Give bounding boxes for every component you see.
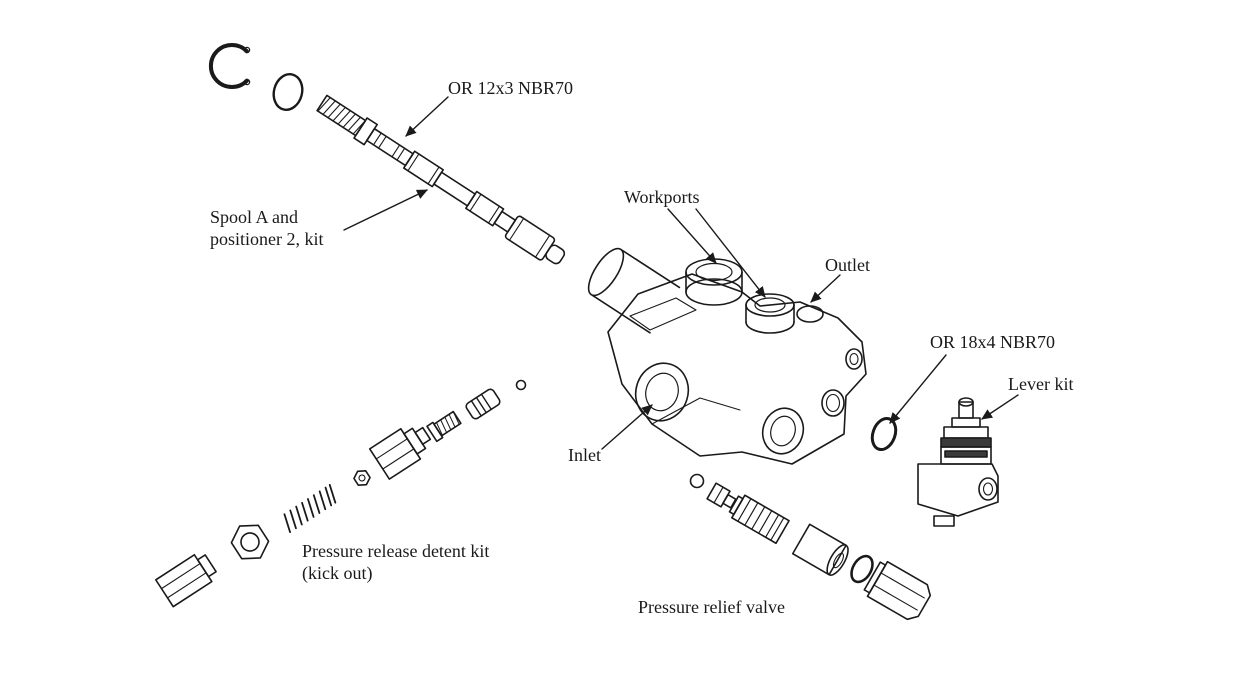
relief-o-ring <box>850 554 874 584</box>
inlet-boss <box>634 362 690 422</box>
retaining-ring <box>208 43 251 89</box>
label-or-12x3: OR 12x3 NBR70 <box>448 78 574 98</box>
relief-seat <box>706 482 737 509</box>
label-spool-kit: Spool A and positioner 2, kit <box>210 206 324 250</box>
hex-plug <box>155 553 217 608</box>
leader-workport-2 <box>695 208 766 298</box>
label-inlet: Inlet <box>568 445 601 465</box>
label-spool-kit-line2: positioner 2, kit <box>210 229 324 249</box>
hex-nut <box>230 524 270 560</box>
leader-or18 <box>889 354 947 424</box>
relief-spring-poppet <box>728 494 790 545</box>
small-washer <box>353 470 371 486</box>
leader-lines <box>343 96 1019 450</box>
valve-body <box>587 247 867 465</box>
label-relief-valve: Pressure relief valve <box>638 597 785 617</box>
threaded-stud <box>426 410 462 443</box>
outlet-boss <box>796 305 824 323</box>
label-detent-kit: Pressure release detent kit (kick out) <box>302 540 489 584</box>
label-detent-kit-line1: Pressure release detent kit <box>302 541 490 561</box>
front-bore <box>761 407 805 455</box>
leader-or12 <box>405 96 449 137</box>
leader-inlet <box>601 404 653 450</box>
lug-hole <box>845 348 863 370</box>
backup-ring <box>272 73 304 111</box>
label-detent-kit-line2: (kick out) <box>302 563 373 583</box>
label-or-18x4: OR 18x4 NBR70 <box>930 332 1056 352</box>
label-workports: Workports <box>624 187 700 207</box>
relief-valve-kit <box>689 473 932 621</box>
relief-hex-cap <box>863 560 932 621</box>
label-spool-kit-line1: Spool A and <box>210 207 299 227</box>
detent-spring <box>283 483 337 533</box>
leader-spool <box>343 189 428 231</box>
spool-assembly <box>316 94 566 265</box>
leader-workport-1 <box>667 208 717 264</box>
leader-outlet <box>810 274 841 303</box>
o-ring-18x4 <box>870 417 898 451</box>
lever-kit <box>917 397 999 527</box>
workport-boss-2 <box>745 293 795 334</box>
detent-ball <box>515 379 527 391</box>
leader-lever <box>981 394 1019 420</box>
detent-sleeve <box>465 388 501 420</box>
detent-kit <box>155 379 527 608</box>
relief-ball <box>689 473 705 489</box>
label-outlet: Outlet <box>825 255 870 275</box>
relief-piston <box>791 523 849 576</box>
hex-fitting <box>368 426 432 480</box>
label-lever-kit: Lever kit <box>1008 374 1074 394</box>
side-port <box>821 389 845 417</box>
